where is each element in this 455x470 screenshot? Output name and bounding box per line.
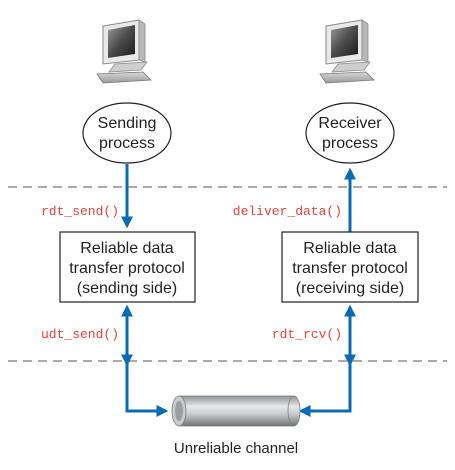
sender-protocol-label: transfer protocol <box>69 260 185 277</box>
sending-process-label: Sending <box>98 115 157 132</box>
receiver-process-label: process <box>322 135 378 152</box>
channel-label: Unreliable channel <box>174 440 298 457</box>
receiver-protocol-label: transfer protocol <box>292 260 408 277</box>
sender-protocol-box <box>59 231 196 303</box>
rdt-rcv-call: rdt_rcv() <box>272 327 342 342</box>
receiver-protocol-box <box>281 231 419 303</box>
sending-process-label: process <box>99 135 155 152</box>
sender-channel-link <box>125 364 169 417</box>
sending-process-node <box>82 102 172 164</box>
sender-protocol-label: Reliable data <box>80 240 174 257</box>
udt-send-call: udt_send() <box>41 327 119 342</box>
receiver-protocol-label: Reliable data <box>303 240 397 257</box>
sender-protocol-label: (sending side) <box>77 280 178 297</box>
receiver-protocol-label: (receiving side) <box>296 280 404 297</box>
deliver-data-call: deliver_data() <box>233 204 342 219</box>
computer-icon <box>319 19 375 84</box>
receiver-process-label: Receiver <box>318 115 382 132</box>
receiver-channel-link <box>298 364 352 417</box>
receiver-process-node <box>305 102 395 164</box>
pipe-icon <box>171 395 301 427</box>
rdt-send-call: rdt_send() <box>41 204 119 219</box>
computer-icon <box>96 19 152 84</box>
